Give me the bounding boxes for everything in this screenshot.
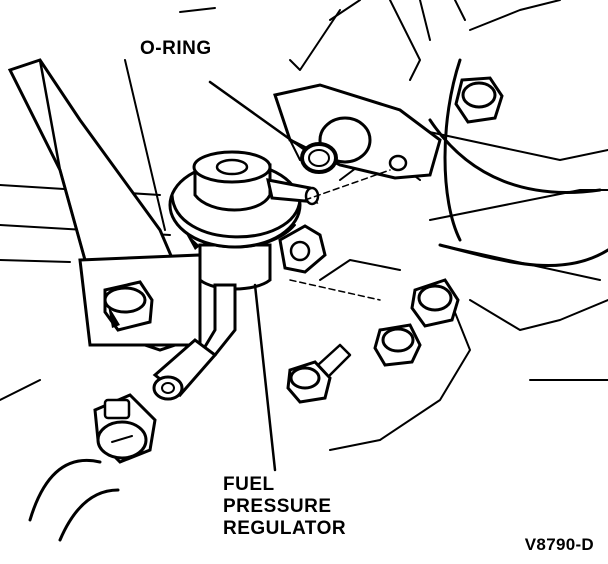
lower-hose (28, 458, 120, 542)
fuel-pressure-regulator (168, 150, 320, 291)
alignment-lines (289, 169, 391, 301)
bolt-left (103, 280, 154, 332)
figure-id: V8790-D (524, 535, 594, 554)
vacuum-hose (428, 58, 608, 268)
o-ring-leader (208, 80, 307, 152)
mounting-tab (278, 224, 327, 274)
o-ring (300, 142, 338, 174)
regulator-hose (152, 283, 237, 401)
fuel-rail-mount (273, 83, 442, 180)
o-ring-label: O-RING (140, 38, 212, 59)
label-line-fuel: FUEL (223, 474, 275, 495)
bolts-right (286, 76, 504, 404)
regulator-leader (253, 283, 277, 472)
hose-clamp (93, 393, 157, 464)
fuel-pressure-regulator-label: FUEL PRESSURE REGULATOR (223, 474, 346, 540)
label-line-regulator: REGULATOR (223, 518, 347, 539)
label-line-pressure: PRESSURE (223, 496, 332, 517)
